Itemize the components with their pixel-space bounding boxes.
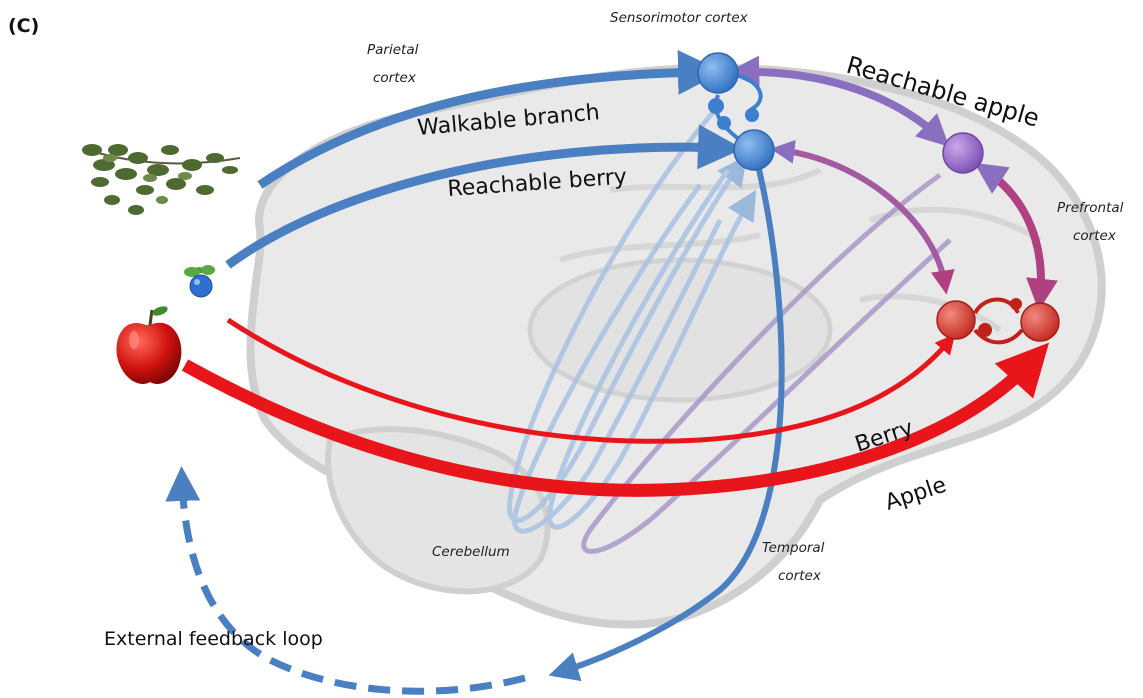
- sensorimotor-berry-link: [770, 139, 955, 295]
- blue-berry-image: [184, 265, 215, 298]
- sensorimotor-cortex-label: Sensorimotor cortex: [610, 10, 749, 26]
- branch-with-leaves-image: [82, 144, 241, 215]
- temporal-cortex-label-line2: cortex: [778, 568, 822, 584]
- prefrontal-nodes: [936, 297, 1060, 345]
- sensorimotor-apple-link: [727, 55, 950, 147]
- berry-arrow: [226, 317, 956, 444]
- reachable-berry-arrow: [225, 124, 743, 269]
- cerebellum-label: Cerebellum: [432, 544, 510, 560]
- sensorimotor-nodes: [697, 52, 775, 171]
- parietal-cortex-label-line1: Parietal: [367, 42, 419, 58]
- walkable-branch-arrow: [257, 49, 723, 189]
- apple-arrow: [181, 342, 1050, 497]
- apple-label: Apple: [882, 473, 949, 516]
- red-apple-image: [116, 306, 182, 384]
- prefrontal-cortex-label-line2: cortex: [1073, 228, 1117, 244]
- external-feedback-loop-arrow: [165, 466, 526, 695]
- reachable-apple-node: [942, 132, 984, 174]
- parietal-cortex-label-line2: cortex: [373, 70, 417, 86]
- apple-prefrontal-link: [974, 162, 1058, 311]
- temporal-cortex-label-line1: Temporal: [762, 540, 825, 556]
- panel-label: (C): [8, 15, 39, 37]
- prefrontal-cortex-label-line1: Prefrontal: [1057, 200, 1124, 216]
- cerebellar-loops: [507, 108, 757, 534]
- external-feedback-loop-label: External feedback loop: [104, 628, 323, 650]
